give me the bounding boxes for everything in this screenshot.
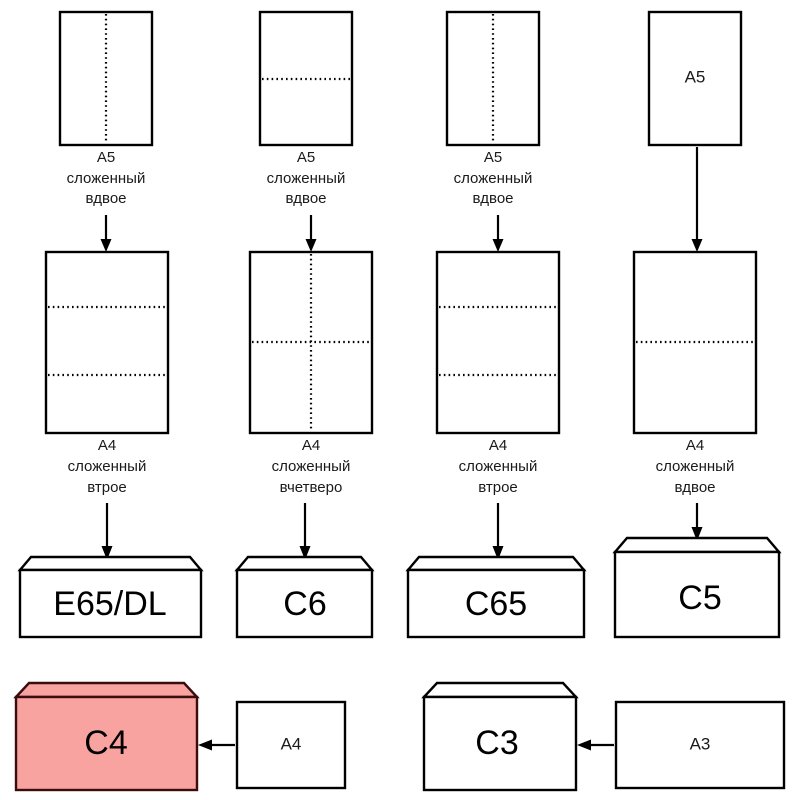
arrow-head-col2-top: [305, 239, 317, 252]
paper-a4-col3[interactable]: [435, 250, 561, 435]
envelope-label-e65dl: E65/DL: [53, 585, 166, 623]
arrow-head-col3-mid: [492, 546, 504, 560]
envelope-body-e65dl[interactable]: [18, 568, 203, 639]
envelope-flap-e65dl[interactable]: [17, 555, 204, 572]
envelope-flap-c5[interactable]: [612, 536, 782, 554]
envelope-flap-c65[interactable]: [405, 555, 587, 572]
bottom-row-c3: C3 A3: [421, 681, 786, 792]
envelope-flap-c6[interactable]: [234, 555, 375, 572]
caption-col4-mid-line3: вдвое: [674, 479, 715, 496]
caption-col2-mid-line2: сложенный: [272, 458, 351, 475]
paper-a3-bottom[interactable]: [614, 700, 786, 790]
envelope-label-c65: C65: [465, 585, 527, 623]
arrow-head-col4-mid: [691, 527, 703, 541]
caption-col1-mid-line3: втрое: [87, 479, 127, 496]
envelope-body-c3[interactable]: [422, 695, 578, 792]
caption-col1-top-line3: вдвое: [85, 190, 126, 207]
envelope-body-c6[interactable]: [235, 568, 374, 639]
paper-a5-col4[interactable]: [647, 10, 743, 147]
column-4: A5 A4 сложенный вдвое C5: [612, 10, 782, 639]
arrow-head-a3-to-c3: [577, 739, 591, 751]
paper-a4-col1[interactable]: [44, 250, 170, 435]
paper-label-a3-bottom: A3: [690, 734, 711, 753]
envelope-label-c5: C5: [678, 579, 721, 617]
caption-col3-mid-line2: сложенный: [459, 458, 538, 475]
caption-col1-top-line1: A5: [97, 149, 115, 166]
caption-col3-top-line1: A5: [484, 149, 502, 166]
caption-col3-mid-line3: втрое: [478, 479, 518, 496]
arrow-head-col1-mid: [101, 546, 113, 560]
arrow-head-col3-top: [492, 239, 504, 252]
column-1: A5 сложенный вдвое A4 сложенный втрое E6…: [17, 10, 204, 639]
caption-col1-mid-line1: A4: [98, 437, 116, 454]
arrow-head-a4-to-c4: [198, 739, 212, 751]
caption-col4-mid-line1: A4: [686, 437, 704, 454]
envelope-label-c4: C4: [84, 724, 127, 762]
caption-col2-mid-line1: A4: [302, 437, 320, 454]
envelope-label-c6: C6: [283, 585, 326, 623]
paper-a4-bottom[interactable]: [235, 700, 347, 790]
bottom-row-c4: C4 A4: [13, 681, 347, 792]
caption-col2-mid-line3: вчетверо: [280, 479, 343, 496]
caption-col1-mid-line2: сложенный: [68, 458, 147, 475]
envelope-body-c65[interactable]: [406, 568, 586, 639]
caption-col3-top-line2: сложенный: [454, 170, 533, 187]
arrow-head-col2-mid: [299, 546, 311, 560]
caption-col2-top-line3: вдвое: [285, 190, 326, 207]
caption-col4-mid-line2: сложенный: [656, 458, 735, 475]
envelope-label-c3: C3: [475, 724, 518, 762]
column-2: A5 сложенный вдвое A4 сложенный вчетверо…: [234, 10, 375, 639]
paper-label-a5-col4: A5: [685, 67, 706, 86]
envelope-flap-c3[interactable]: [421, 681, 579, 699]
caption-col1-top-line2: сложенный: [67, 170, 146, 187]
envelope-flap-c4[interactable]: [13, 681, 200, 699]
column-3: A5 сложенный вдвое A4 сложенный втрое C6…: [405, 10, 587, 639]
caption-col2-top-line2: сложенный: [267, 170, 346, 187]
arrow-head-col1-top: [100, 239, 112, 252]
caption-col2-top-line1: A5: [297, 149, 315, 166]
caption-col3-mid-line1: A4: [489, 437, 507, 454]
paper-label-a4-bottom: A4: [281, 734, 302, 753]
arrow-head-col4-top: [691, 239, 703, 252]
caption-col3-top-line3: вдвое: [472, 190, 513, 207]
envelope-body-c5[interactable]: [613, 550, 781, 639]
envelope-body-c4[interactable]: [14, 695, 199, 792]
